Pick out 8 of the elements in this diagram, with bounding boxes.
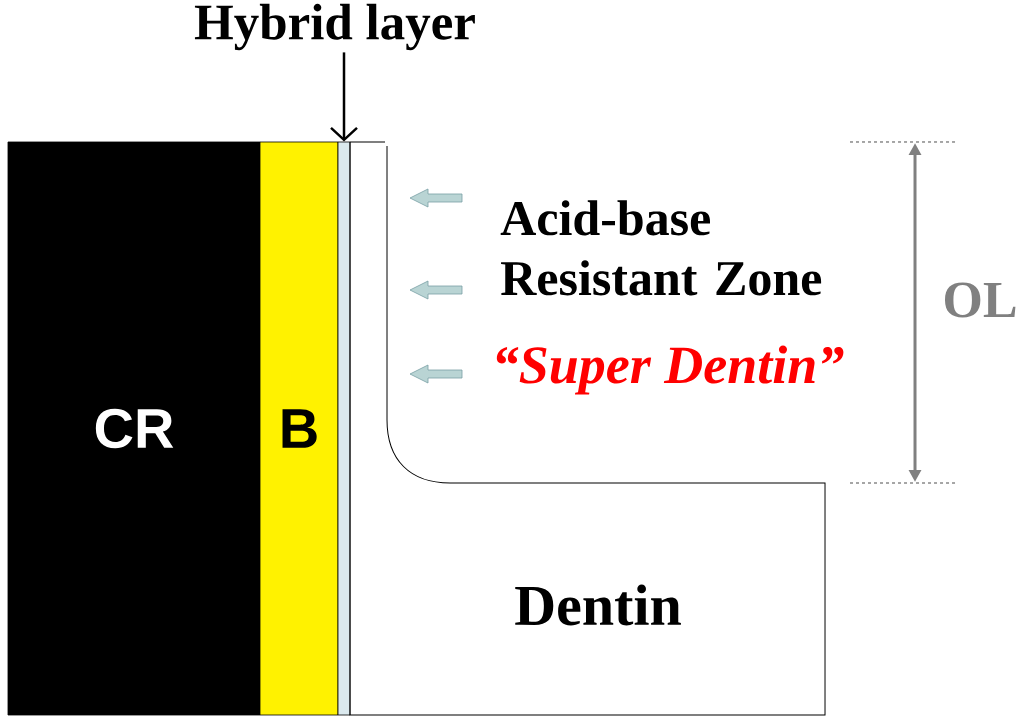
zone-label: Acid-base Resistant Zone xyxy=(500,200,822,296)
layer-label: Hybrid layer xyxy=(194,3,475,51)
dimension-label: OL xyxy=(945,282,1016,318)
bonding-layer: B xyxy=(259,141,339,716)
composite-resin-layer: CR xyxy=(7,141,261,716)
hybrid-layer-strip xyxy=(337,141,351,716)
arrow xyxy=(330,52,358,142)
zone-label: “Super Dentin” xyxy=(496,345,844,395)
